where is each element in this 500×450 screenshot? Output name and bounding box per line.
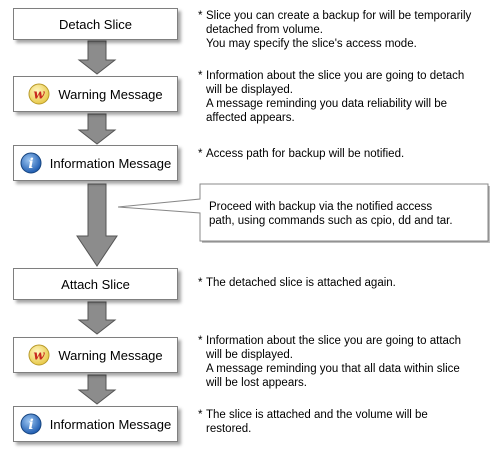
arrow-detach-to-warning (77, 40, 117, 75)
callout-bubble (118, 183, 490, 243)
step-label: Warning Message (58, 347, 163, 363)
step-label: Information Message (49, 416, 172, 432)
arrow-attach-to-warning (77, 301, 117, 335)
arrow-warning-to-info (77, 113, 117, 145)
svg-text:w: w (34, 88, 46, 103)
note-information-message: * Access path for backup will be notifie… (198, 147, 490, 161)
step-information-message-2: i Information Message (13, 406, 178, 442)
arrow-info-to-attach (76, 183, 118, 267)
step-label: Detach Slice (59, 16, 132, 32)
note-line: will be lost appears. (206, 377, 307, 389)
callout-text: Proceed with backup via the notified acc… (209, 200, 481, 228)
step-label: Attach Slice (61, 276, 130, 292)
step-warning-message-2: w Warning Message (13, 337, 178, 373)
note-line: affected appears. (206, 112, 295, 124)
note-marker: * (198, 409, 203, 421)
svg-text:i: i (28, 156, 33, 172)
step-label: Information Message (49, 155, 172, 171)
step-detach-slice: Detach Slice (13, 8, 178, 40)
note-warning-message-2: * Information about the slice you are go… (198, 334, 490, 390)
warning-icon: w (28, 344, 50, 366)
callout-line: path, using commands such as cpio, dd an… (209, 215, 453, 227)
note-line: will be displayed. (206, 349, 293, 361)
note-marker: * (198, 70, 203, 82)
note-marker: * (198, 277, 203, 289)
note-marker: * (198, 10, 203, 22)
note-line: A message reminding you data reliability… (206, 98, 447, 110)
arrow-warning2-to-info2 (77, 374, 117, 405)
info-icon: i (20, 413, 42, 435)
step-label: Warning Message (58, 86, 163, 102)
note-warning-message: * Information about the slice you are go… (198, 69, 490, 125)
note-line: Slice you can create a backup for will b… (206, 10, 472, 22)
note-detach-slice: * Slice you can create a backup for will… (198, 9, 490, 51)
note-line: The slice is attached and the volume wil… (206, 409, 428, 421)
note-line: restored. (206, 423, 252, 435)
note-line: You may specify the slice's access mode. (206, 38, 417, 50)
step-information-message: i Information Message (13, 145, 178, 181)
step-warning-message: w Warning Message (13, 76, 178, 112)
note-information-message-2: * The slice is attached and the volume w… (198, 408, 490, 436)
callout-line: Proceed with backup via the notified acc… (209, 201, 433, 213)
svg-text:i: i (28, 417, 33, 433)
note-line: detached from volume. (206, 24, 323, 36)
note-line: Access path for backup will be notified. (206, 148, 405, 160)
note-marker: * (198, 148, 203, 160)
note-attach-slice: * The detached slice is attached again. (198, 276, 490, 290)
step-attach-slice: Attach Slice (13, 268, 178, 300)
info-icon: i (20, 152, 42, 174)
svg-text:w: w (34, 349, 46, 364)
note-line: The detached slice is attached again. (206, 277, 396, 289)
note-line: will be displayed. (206, 84, 293, 96)
note-marker: * (198, 335, 203, 347)
warning-icon: w (28, 83, 50, 105)
note-line: Information about the slice you are goin… (206, 335, 462, 347)
note-line: Information about the slice you are goin… (206, 70, 465, 82)
note-line: A message reminding you that all data wi… (206, 363, 460, 375)
